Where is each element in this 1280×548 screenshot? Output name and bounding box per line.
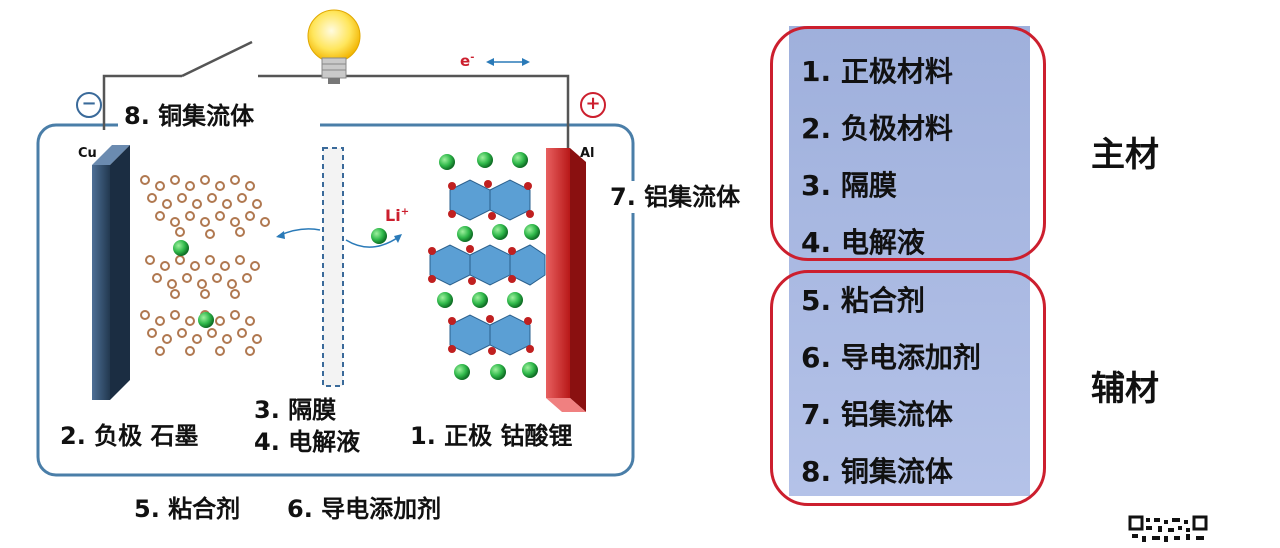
electrolyte-label: 4. 电解液 (248, 426, 390, 458)
positive-terminal-icon: + (580, 92, 606, 118)
circuit-wire-left (102, 74, 182, 130)
auxiliary-materials-label: 辅材 (1091, 369, 1159, 409)
list-item: 3. 隔膜 (801, 169, 897, 202)
qr-code-icon (1128, 514, 1208, 544)
switch-lever (181, 40, 253, 78)
negative-terminal-icon: − (76, 92, 102, 118)
list-item: 1. 正极材料 (801, 55, 953, 88)
lithium-ion-icon (371, 228, 387, 244)
copper-collector-label: 8. 铜集流体 (118, 100, 320, 132)
anode-label: 2. 负极 石墨 (54, 420, 246, 452)
li-ion-label: Li+ (385, 206, 410, 225)
auxiliary-materials-ring (770, 270, 1046, 506)
battery-diagram: − + Cu Al Li+ e- 8. 铜集流体 7. 铝集流体 2. 负极 石… (36, 9, 747, 523)
cu-tag: Cu (78, 146, 97, 161)
separator-label: 3. 隔膜 (248, 394, 360, 424)
battery-schematic (36, 9, 635, 477)
cathode-label: 1. 正极 钴酸锂 (404, 420, 606, 452)
binder-label: 5. 粘合剂 (134, 495, 241, 523)
graphite-layers (140, 175, 270, 356)
electron-flow-arrow-icon (486, 58, 530, 66)
lithium-ion-icon (198, 312, 214, 328)
separator-membrane (322, 147, 344, 387)
list-item: 2. 负极材料 (801, 112, 953, 145)
conductive-agent-label: 6. 导电添加剂 (287, 495, 442, 523)
aluminum-collector-label: 7. 铝集流体 (604, 181, 747, 213)
electron-label: e- (460, 52, 475, 70)
lithium-ion-icon (437, 152, 540, 380)
list-item: 4. 电解液 (801, 226, 925, 259)
lithium-ion-icon (173, 240, 189, 256)
list-item: 8. 铜集流体 (801, 455, 953, 488)
light-bulb-icon (307, 9, 361, 84)
al-tag: Al (580, 146, 595, 161)
cathode-crystal (428, 152, 546, 380)
cathode-plate (546, 148, 586, 412)
anode-plate (92, 145, 130, 400)
list-item: 5. 粘合剂 (801, 284, 925, 317)
ion-arrow-right (345, 235, 401, 248)
list-item: 6. 导电添加剂 (801, 341, 981, 374)
cell-frame (36, 123, 635, 477)
main-materials-label: 主材 (1091, 135, 1159, 175)
circuit-wire-right (258, 74, 570, 148)
material-list-panel: 1. 正极材料 2. 负极材料 3. 隔膜 4. 电解液 5. 粘合剂 6. 导… (789, 26, 1030, 496)
list-item: 7. 铝集流体 (801, 398, 953, 431)
main-materials-ring (770, 26, 1046, 261)
